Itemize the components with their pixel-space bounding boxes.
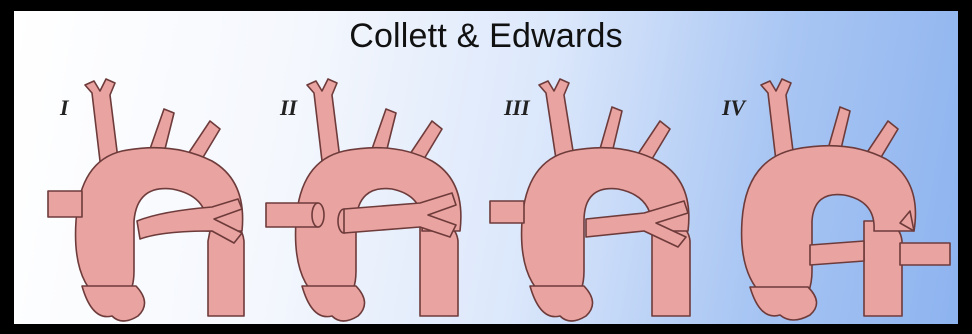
figure-title: Collett & Edwards [14, 17, 958, 56]
truncus-type-4-diagram [714, 71, 954, 324]
truncus-type-1-diagram [42, 71, 282, 324]
truncus-type-2-diagram [260, 71, 500, 324]
illustration-panel: Collett & Edwards I [14, 11, 958, 324]
truncus-type-3-diagram [484, 71, 724, 324]
